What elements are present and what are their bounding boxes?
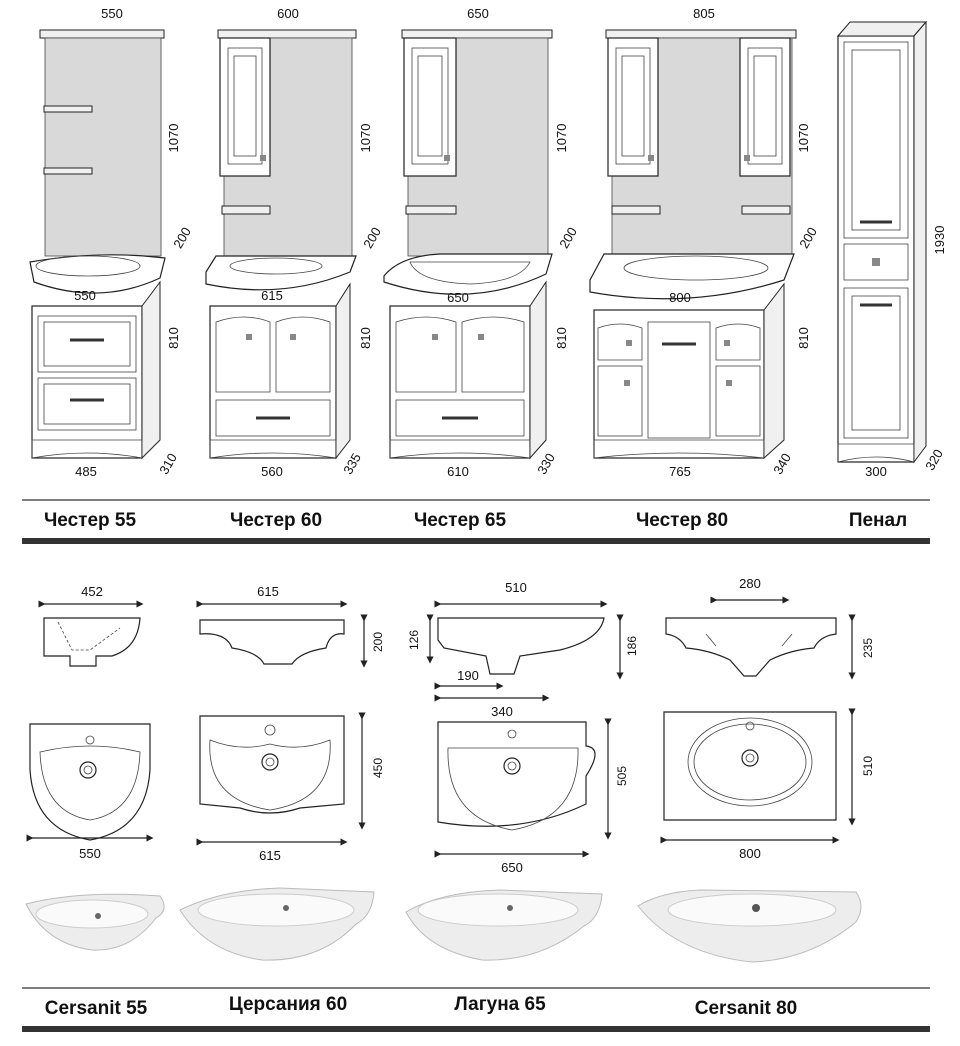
profile-height-front-label: 126 [407,630,421,650]
separator-bar [22,1026,930,1032]
top-width-label: 650 [467,6,489,21]
cabinet-name: Честер 80 [636,510,728,531]
basin-width-label: 650 [447,290,469,305]
mirror-height-label: 1070 [358,124,373,153]
plan-width-label: 650 [501,860,523,875]
sink-profile-tsersaniya-60: 615 200 [196,584,385,668]
top-width-label: 805 [693,6,715,21]
depth-label: 340 [770,451,794,477]
basin-width-label: 800 [669,290,691,305]
gap-label: 200 [556,225,580,251]
depth-label: 320 [922,447,946,473]
profile-height-label: 200 [371,632,385,652]
sink-profile-cersanit-55: 452 [38,584,144,667]
profile-height-label: 186 [625,636,639,656]
cabinet-chester-65: 650 1070 200 650 810 610 330 [383,6,580,479]
sink-name: Cersanit 80 [695,998,797,1019]
base-height-label: 810 [358,327,373,349]
cabinet-name: Пенал [849,510,907,531]
base-height-label: 810 [796,327,811,349]
profile-width-label: 510 [505,580,527,595]
mirror-height-label: 1070 [166,124,181,153]
plan-width-label: 800 [739,846,761,861]
sink-plan-cersanit-55: 550 [26,723,154,861]
sink-photo-cersanit-80 [637,889,862,963]
gap-label: 200 [360,225,384,251]
sink-photo-cersanit-55 [25,893,165,951]
base-width-label: 560 [261,464,283,479]
cabinet-chester-55: 550 1070 200 550 810 485 310 [29,6,194,479]
gap-label: 200 [796,225,820,251]
mirror-height-label: 1070 [554,124,569,153]
profile-width-label: 615 [257,584,279,599]
cabinet-chester-60: 600 1070 200 615 810 560 335 [205,6,384,479]
mirror-height-label: 1070 [796,124,811,153]
cabinet-name: Честер 65 [414,510,507,531]
depth-label: 330 [534,451,558,477]
cabinet-penal: 1930 300 320 [836,20,947,479]
drain-offset-2-label: 340 [491,704,513,719]
cabinet-name: Честер 60 [230,510,322,531]
sink-plan-cersanit-80: 510 800 [660,708,875,861]
sink-profile-cersanit-80: 280 235 [665,576,875,680]
depth-label: 310 [156,451,180,477]
base-width-label: 765 [669,464,691,479]
depth-label: 335 [340,451,364,477]
plan-width-label: 550 [79,846,101,861]
base-width-label: 610 [447,464,469,479]
profile-height-label: 235 [861,638,875,658]
sink-profile-laguna-65: 510 126 186 190 340 [407,580,639,719]
cabinet-name: Честер 55 [44,510,137,531]
plan-width-label: 615 [259,848,281,863]
plan-depth-label: 510 [861,756,875,776]
plan-depth-label: 505 [615,766,629,786]
base-height-label: 810 [166,327,181,349]
height-label: 1930 [932,226,947,255]
basin-width-label: 615 [261,288,283,303]
sink-photo-tsersaniya-60 [179,887,375,961]
sink-plan-laguna-65: 505 650 [434,718,629,875]
sink-name: Cersanit 55 [45,998,148,1019]
basin-width-label: 550 [74,288,96,303]
profile-width-label: 452 [81,584,103,599]
top-width-label: 550 [101,6,123,21]
base-width-label: 485 [75,464,97,479]
sink-name: Лагуна 65 [454,994,546,1015]
separator-bar [22,538,930,544]
drain-offset-label: 190 [457,668,479,683]
plan-depth-label: 450 [371,758,385,778]
sink-photo-laguna-65 [405,889,603,961]
base-height-label: 810 [554,327,569,349]
cabinet-chester-80: 805 1070 200 800 810 765 340 [589,6,820,479]
tap-span-label: 280 [739,576,761,591]
base-width-label: 300 [865,464,887,479]
top-width-label: 600 [277,6,299,21]
sink-plan-tsersaniya-60: 450 615 [196,712,385,863]
sink-name: Церсания 60 [229,994,347,1015]
gap-label: 200 [170,225,194,251]
